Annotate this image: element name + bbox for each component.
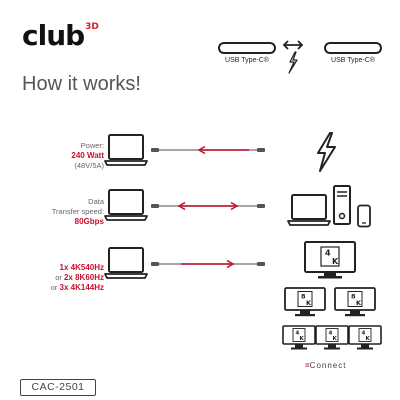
brand-logo: club3D xyxy=(22,22,99,50)
monitor-label-letter: K xyxy=(332,257,339,266)
spec-video: 1x 4K540Hz or 2x 8K60Hz or 3x 4K144Hz xyxy=(51,263,104,293)
connect-word: Connect xyxy=(309,361,347,370)
product-code: CAC-2501 xyxy=(20,379,96,396)
usb-c-port-icon xyxy=(218,42,276,54)
monitor-icon: 4 K xyxy=(304,241,356,279)
monitor-label-digit: 4 xyxy=(362,331,366,337)
cable-data xyxy=(151,202,265,210)
spec-video-value3: 3x 4K144Hz xyxy=(59,283,104,292)
spec-power-value: 240 Watt xyxy=(71,151,104,160)
monitor-icon: 8 K xyxy=(334,287,376,317)
spec-video-value2: 2x 8K60Hz xyxy=(63,273,104,282)
brand-name: club xyxy=(22,19,85,52)
connect-prefix: = xyxy=(305,361,310,370)
spec-video-or1: or xyxy=(55,273,62,282)
spec-video-or2: or xyxy=(50,283,58,292)
monitor-label-digit: 4 xyxy=(329,331,333,337)
cable-power xyxy=(151,146,265,154)
desktop-tower-icon xyxy=(333,185,351,225)
spec-data-label2: Transfer speed: xyxy=(51,207,104,216)
laptop-icon xyxy=(104,189,148,221)
usb-c-port-icon xyxy=(324,42,382,54)
monitor-label-letter: K xyxy=(306,299,312,307)
spec-power-label: Power: xyxy=(80,141,104,150)
monitor-label-letter: K xyxy=(356,299,362,307)
brand-superscript: 3D xyxy=(85,22,99,32)
laptop-icon xyxy=(104,247,148,279)
monitor-label-digit: 8 xyxy=(351,293,356,301)
page-title: How it works! xyxy=(22,73,141,95)
connect-tagline: =Connect xyxy=(305,361,346,370)
spec-data-value: 80Gbps xyxy=(74,217,104,226)
monitor-label-digit: 4 xyxy=(296,331,300,337)
smartphone-icon xyxy=(357,204,371,228)
monitor-label-digit: 8 xyxy=(301,293,306,301)
cable-video xyxy=(151,260,265,268)
spec-data: Data Transfer speed: 80Gbps xyxy=(52,197,104,227)
bidirectional-arrow-icon xyxy=(282,40,304,74)
monitor-icon: 4 K xyxy=(315,325,349,350)
lightning-bolt-icon xyxy=(317,132,336,172)
monitor-label-letter: K xyxy=(366,336,371,342)
port-right-label: USB Type-C® xyxy=(331,57,375,64)
monitor-label-letter: K xyxy=(333,336,338,342)
spec-video-value1: 1x 4K540Hz xyxy=(59,263,104,272)
monitor-icon: 4 K xyxy=(348,325,382,350)
laptop-icon xyxy=(104,134,148,166)
monitor-label-digit: 4 xyxy=(325,249,331,258)
spec-power-detail: (48V/5A) xyxy=(74,161,104,170)
monitor-label-letter: K xyxy=(300,336,305,342)
monitor-icon: 8 K xyxy=(284,287,326,317)
port-left-label: USB Type-C® xyxy=(225,57,269,64)
spec-data-label: Data xyxy=(88,197,104,206)
monitor-icon: 4 K xyxy=(282,325,316,350)
laptop-icon xyxy=(287,194,331,226)
spec-power: Power: 240 Watt (48V/5A) xyxy=(71,141,104,171)
